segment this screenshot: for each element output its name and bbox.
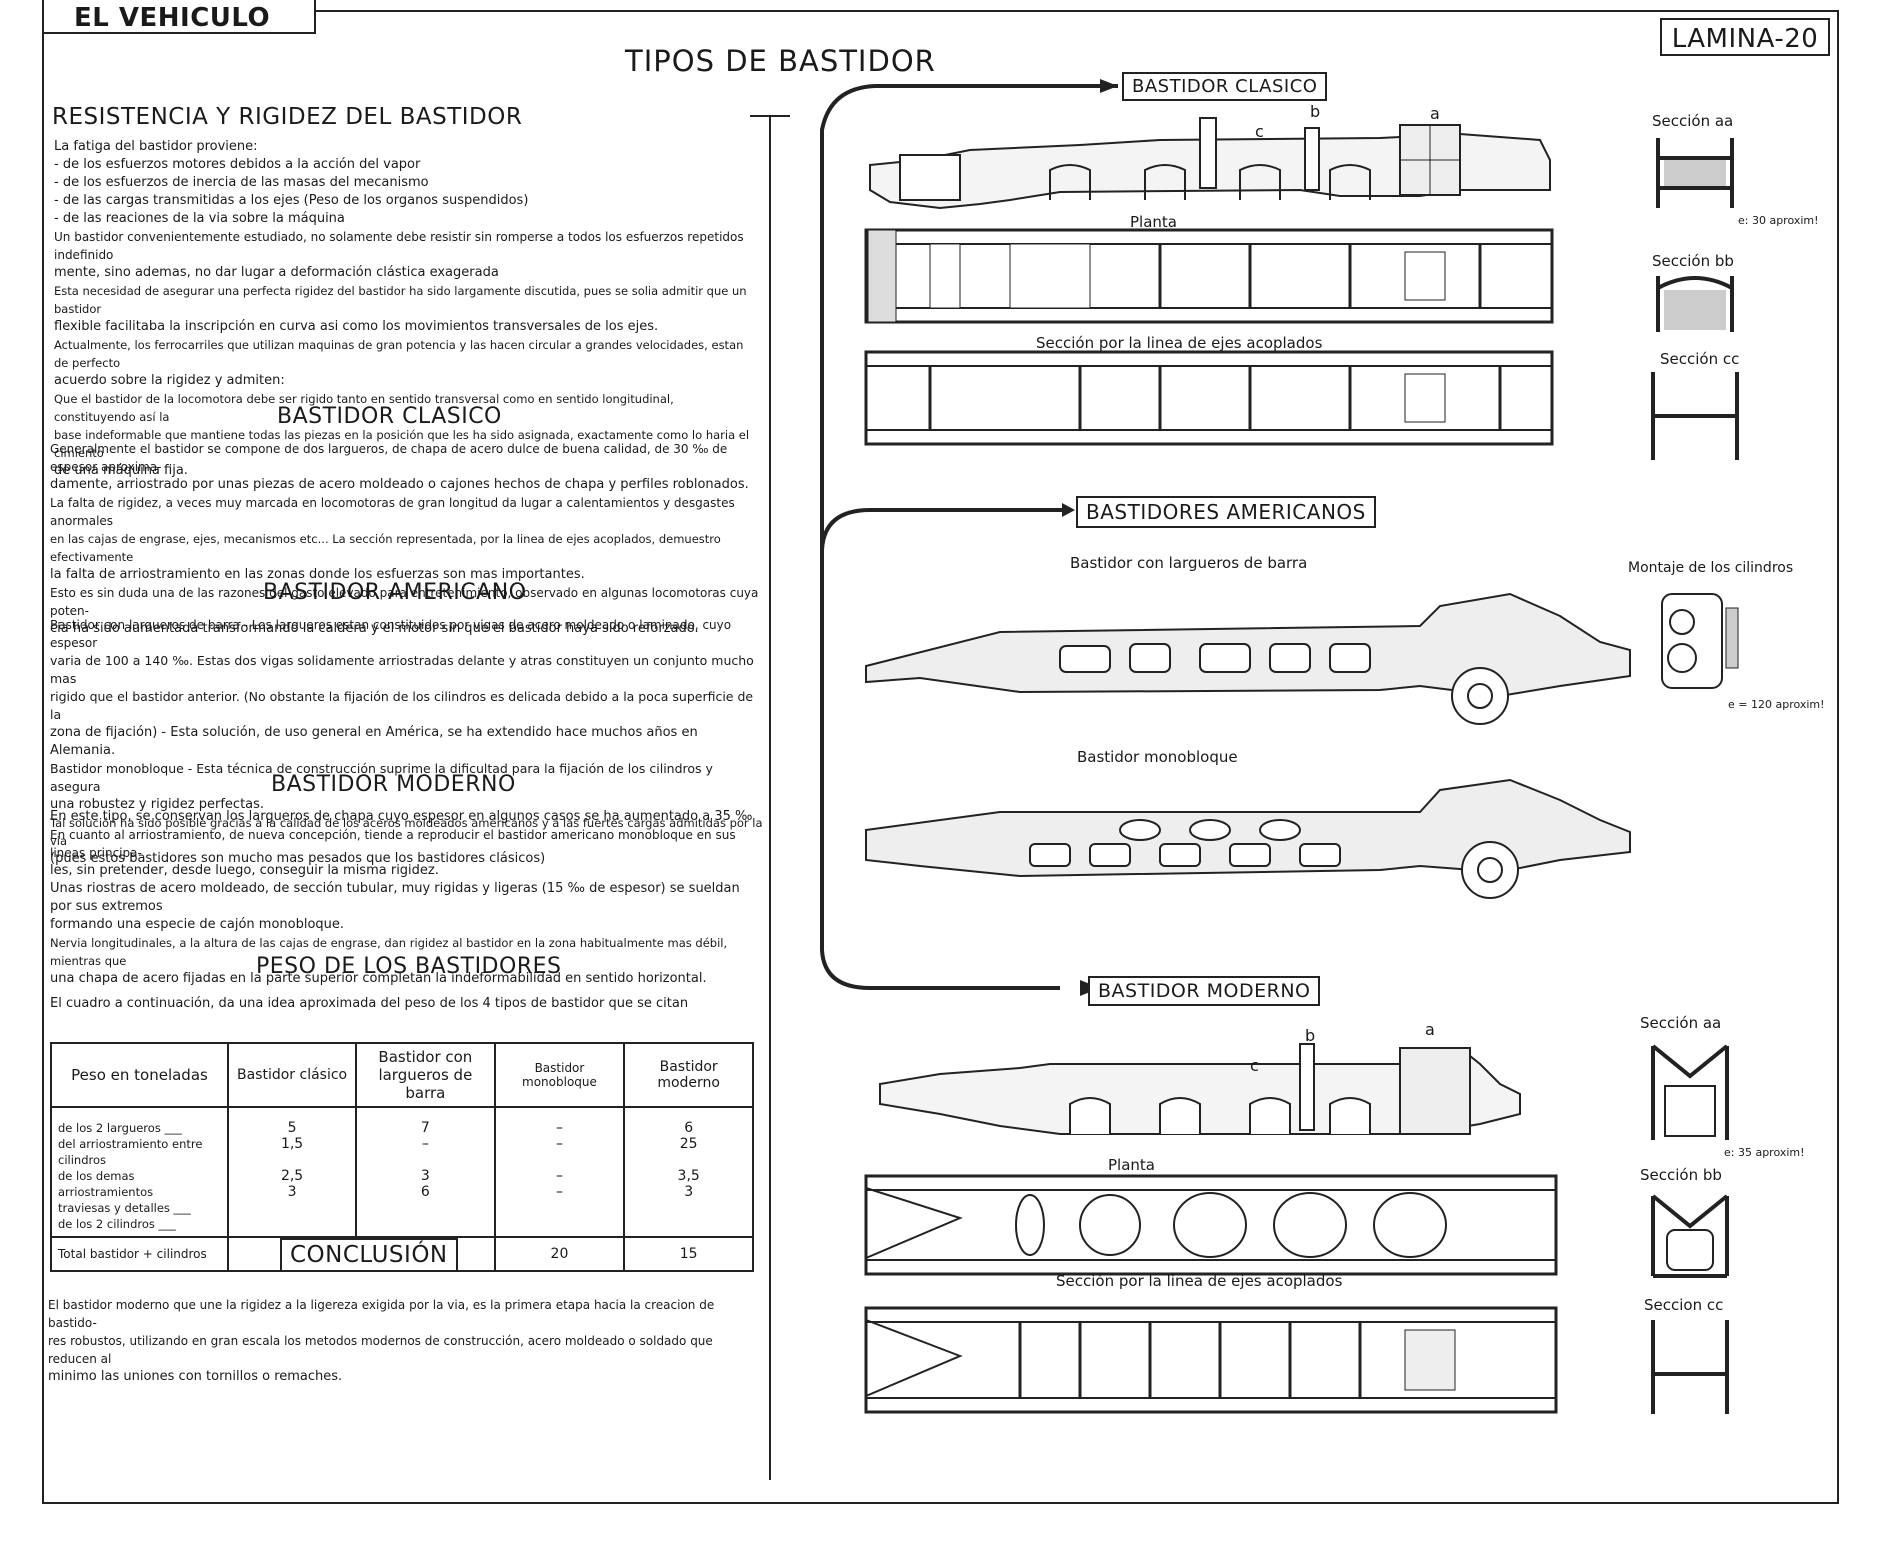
table-header: Bastidor con largueros de barra [355, 1042, 496, 1108]
table-header-row: Peso en toneladas Bastidor clásico Basti… [50, 1042, 754, 1108]
row-labels-cell: de los 2 largueros ___ del arriostramien… [50, 1106, 229, 1238]
moderno-seccion-bb-drawing [1651, 1194, 1729, 1278]
moderno-body: En este tipo, se conservan los largueros… [50, 809, 753, 986]
moderno-seccion-linea-label: Sección por la linea de ejes acoplados [1056, 1272, 1343, 1290]
moderno-elevation-drawing [879, 1043, 1521, 1135]
moderno-seccion-cc-drawing [1651, 1320, 1729, 1414]
total-value: 20 [493, 1236, 626, 1272]
page-frame [42, 10, 1839, 1504]
moderno-planta-label: Planta [1108, 1156, 1155, 1174]
moderno-mark-a: a [1425, 1020, 1435, 1039]
plate-label: LAMINA-20 [1660, 18, 1830, 56]
moderno-seccion-aa-drawing [1651, 1044, 1729, 1140]
moderno-seccion-bb: Sección bb [1640, 1166, 1722, 1184]
resistencia-title: RESISTENCIA Y RIGIDEZ DEL BASTIDOR [52, 104, 523, 130]
monobloque-frame-drawing [865, 778, 1631, 899]
moderno-plan-drawing [864, 1174, 1558, 1276]
clasico-section-line-drawing [864, 350, 1554, 446]
moderno-title: BASTIDOR MODERNO [271, 772, 516, 797]
total-value: 15 [623, 1236, 754, 1272]
table-header: Peso en toneladas [50, 1042, 229, 1108]
column-divider [750, 115, 790, 1480]
col-monobloque: –––– [493, 1106, 626, 1238]
moderno-section-line-drawing [864, 1306, 1558, 1414]
peso-intro: El cuadro a continuación, da una idea ap… [50, 996, 689, 1011]
label-bastidores-americanos: BASTIDORES AMERICANOS [1076, 496, 1376, 528]
label-bastidor-moderno: BASTIDOR MODERNO [1088, 976, 1321, 1006]
clasico-seccion-bb-drawing [1656, 276, 1734, 332]
peso-title: PESO DE LOS BASTIDORES [256, 954, 562, 979]
clasico-mark-b: b [1310, 102, 1321, 121]
clasico-plan-drawing [864, 228, 1554, 324]
moderno-seccion-cc: Seccion cc [1644, 1296, 1724, 1314]
table-header: Bastidor monobloque [493, 1042, 626, 1108]
clasico-title: BASTIDOR CLASICO [277, 404, 502, 429]
moderno-espesor: e: 35 aproxim! [1724, 1146, 1805, 1159]
americano-espesor: e = 120 aproxim! [1728, 698, 1825, 711]
conclusion-body: El bastidor moderno que une la rigidez a… [48, 1298, 715, 1384]
americano-body: Bastidor con largueros de barra - Los la… [50, 618, 763, 866]
clasico-planta-label: Planta [1130, 213, 1177, 231]
clasico-seccion-linea-label: Sección por la linea de ejes acoplados [1036, 334, 1323, 352]
clasico-mark-a: a [1430, 104, 1440, 123]
total-label: Total bastidor + cilindros [50, 1236, 229, 1272]
clasico-seccion-aa: Sección aa [1652, 112, 1734, 130]
page-title: TIPOS DE BASTIDOR [625, 44, 936, 78]
montaje-caption: Montaje de los cilindros [1628, 560, 1794, 576]
section-label: EL VEHICULO [42, 0, 316, 34]
clasico-elevation-drawing [869, 117, 1551, 210]
table-row: de los 2 largueros ___ del arriostramien… [50, 1106, 754, 1238]
label-bastidor-clasico: BASTIDOR CLASICO [1122, 72, 1328, 101]
clasico-espesor: e: 30 aproxim! [1738, 214, 1819, 227]
clasico-seccion-cc: Sección cc [1660, 350, 1740, 368]
resistencia-body: La fatiga del bastidor proviene: - de lo… [54, 139, 750, 478]
table-header: Bastidor moderno [623, 1042, 754, 1108]
clasico-seccion-cc-drawing [1651, 372, 1739, 460]
clasico-seccion-bb: Sección bb [1652, 252, 1734, 270]
clasico-mark-c: c [1255, 122, 1264, 141]
americano-title: BASTIDOR AMERICANO [263, 580, 527, 605]
moderno-mark-b: b [1305, 1026, 1316, 1045]
weights-table: Peso en toneladas Bastidor clásico Basti… [50, 1042, 754, 1272]
montaje-drawing [1661, 593, 1739, 689]
barra-caption: Bastidor con largueros de barra [1070, 554, 1308, 572]
moderno-seccion-aa: Sección aa [1640, 1014, 1722, 1032]
moderno-mark-c: c [1250, 1056, 1259, 1075]
monobloque-caption: Bastidor monobloque [1077, 748, 1238, 766]
clasico-body: Generalmente el bastidor se compone de d… [50, 442, 759, 636]
clasico-seccion-aa-drawing [1656, 138, 1734, 208]
conclusion-title: CONCLUSIÓN [280, 1238, 458, 1272]
table-header: Bastidor clásico [226, 1042, 358, 1108]
barra-frame-drawing [865, 592, 1631, 725]
